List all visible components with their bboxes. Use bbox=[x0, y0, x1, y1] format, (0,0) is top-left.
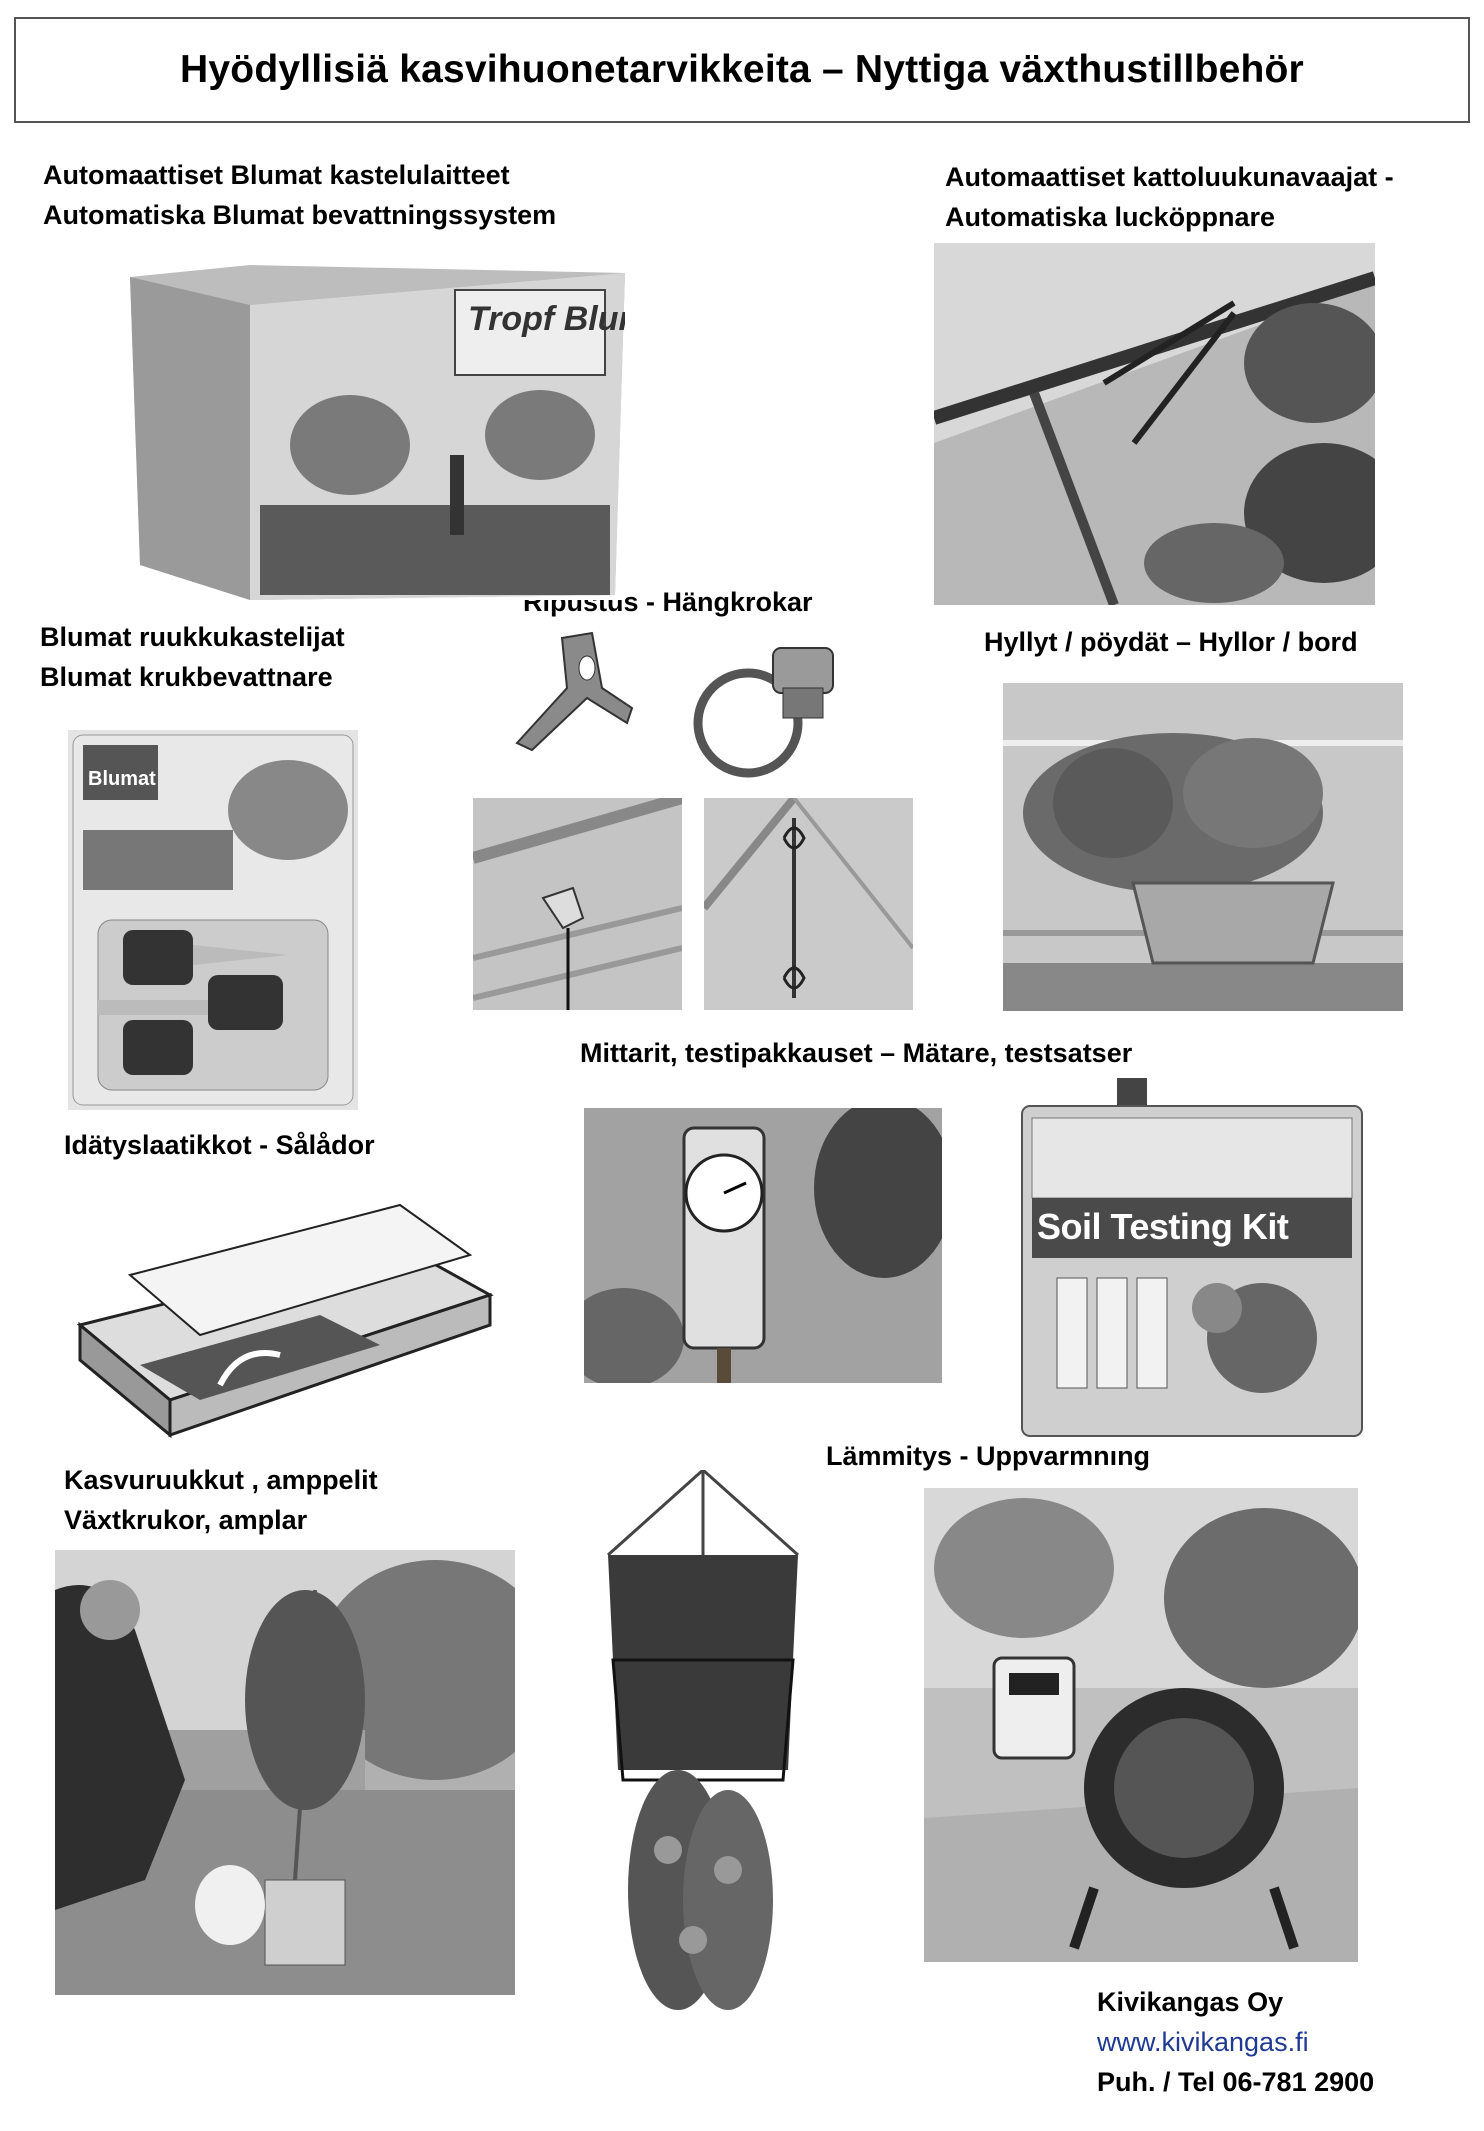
hanging-hook-photo-1 bbox=[473, 798, 682, 1010]
label-line: Idätyslaatikkot - Sålådor bbox=[64, 1130, 375, 1160]
tropf-blumat-logo-text: Tropf Blumat bbox=[468, 300, 625, 338]
label-line: Hyllyt / pöydät – Hyllor / bord bbox=[984, 627, 1358, 657]
label-line: Automatiska lucköppnare bbox=[945, 202, 1276, 232]
section-blumat-irrigation: Automaattiset Blumat kastelulaitteet Aut… bbox=[43, 155, 556, 235]
section-heating: Lämmitys - Uppvarmnıng bbox=[826, 1436, 1150, 1476]
hanging-tomato-bag-image bbox=[598, 1470, 808, 2038]
thermometer-image bbox=[584, 1108, 942, 1383]
section-pot-waterers: Blumat ruukkukastelijat Blumat krukbevat… bbox=[40, 617, 345, 697]
section-shelves: Hyllyt / pöydät – Hyllor / bord bbox=[984, 622, 1358, 662]
label-line: Kasvuruukkut , amppelit bbox=[64, 1465, 378, 1495]
seed-tray-image bbox=[70, 1185, 500, 1450]
label-line: Mittarit, testipakkauset – Mätare, tests… bbox=[580, 1038, 1133, 1068]
soil-testing-kit-image: Soil Testing Kit bbox=[1017, 1078, 1367, 1438]
phone-number: Puh. / Tel 06-781 2900 bbox=[1097, 2067, 1375, 2097]
hanging-hook-photo-2 bbox=[704, 798, 913, 1010]
shelves-image bbox=[1003, 683, 1403, 1011]
label-line: Lämmitys - Uppvarmnıng bbox=[826, 1441, 1151, 1471]
section-grow-pots: Kasvuruukkut , amppelit Växtkrukor, ampl… bbox=[64, 1460, 378, 1540]
footer-contact: Kivikangas Oy www.kivikangas.fi Puh. / T… bbox=[1097, 1982, 1374, 2102]
label-line: Blumat krukbevattnare bbox=[40, 662, 333, 692]
heater-image bbox=[924, 1488, 1358, 1962]
label-line: Automatiska Blumat bevattningssystem bbox=[43, 200, 557, 230]
soil-testing-kit-title: Soil Testing Kit bbox=[1037, 1206, 1289, 1247]
blumat-brand-text: Blumat bbox=[88, 768, 156, 790]
hook-clip-image bbox=[512, 628, 642, 753]
website-link[interactable]: www.kivikangas.fi bbox=[1097, 2027, 1309, 2057]
label-line: Blumat ruukkukastelijat bbox=[40, 622, 345, 652]
blumat-box-image: Tropf Blumat bbox=[130, 265, 625, 600]
page-title: Hyödyllisiä kasvihuonetarvikkeita – Nytt… bbox=[180, 48, 1304, 91]
company-name: Kivikangas Oy bbox=[1097, 1987, 1284, 2017]
blumat-pot-waterers-image: Blumat bbox=[68, 730, 358, 1110]
roof-opener-image bbox=[934, 243, 1375, 605]
label-line: Automaattiset kattoluukunavaajat - bbox=[945, 162, 1394, 192]
ring-hook-image bbox=[688, 628, 868, 783]
label-line: Växtkrukor, amplar bbox=[64, 1505, 308, 1535]
title-box: Hyödyllisiä kasvihuonetarvikkeita – Nytt… bbox=[14, 17, 1470, 123]
section-meters: Mittarit, testipakkauset – Mätare, tests… bbox=[580, 1033, 1132, 1073]
section-seed-trays: Idätyslaatikkot - Sålådor bbox=[64, 1125, 375, 1165]
section-roof-openers: Automaattiset kattoluukunavaajat - Autom… bbox=[945, 157, 1394, 237]
gardener-pot-image bbox=[55, 1550, 515, 1995]
label-line: Automaattiset Blumat kastelulaitteet bbox=[43, 160, 510, 190]
